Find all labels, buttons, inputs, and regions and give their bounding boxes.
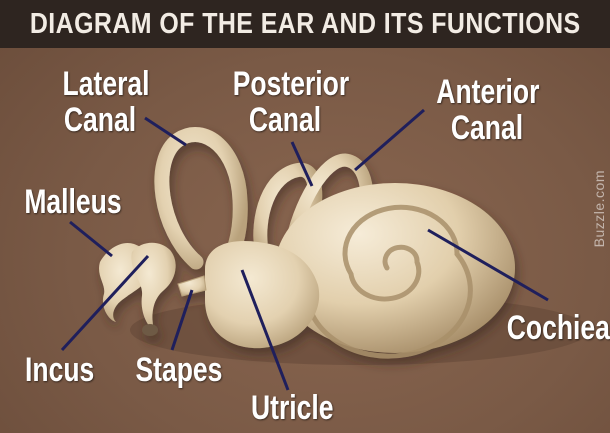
utricle-shape xyxy=(205,240,320,349)
lateral-canal-shape xyxy=(154,127,248,278)
label-posterior-canal-line2: Canal xyxy=(248,101,322,139)
label-cochlea: Cochiea xyxy=(506,309,610,347)
leader-cochlea xyxy=(427,228,549,302)
label-lateral-canal: Lateral Canal xyxy=(62,65,150,139)
cochlea-shape xyxy=(275,183,515,353)
label-malleus: Malleus xyxy=(24,183,122,221)
diagram-title: DIAGRAM OF THE EAR AND ITS FUNCTIONS xyxy=(29,7,581,40)
label-anterior-canal-line1: Anterior xyxy=(436,73,540,111)
label-utricle: Utricle xyxy=(251,389,334,427)
leader-anterior-canal xyxy=(354,108,425,172)
label-incus: Incus xyxy=(25,351,95,389)
label-utricle-text: Utricle xyxy=(251,389,334,427)
cochlea-spiral xyxy=(303,204,473,359)
watermark: Buzzle.com xyxy=(591,170,607,248)
leader-posterior-canal xyxy=(290,141,314,187)
label-anterior-canal-line2: Canal xyxy=(450,109,524,147)
label-lateral-canal-line2: Canal xyxy=(63,101,137,139)
title-bar: DIAGRAM OF THE EAR AND ITS FUNCTIONS xyxy=(0,0,610,48)
leader-utricle xyxy=(240,269,290,391)
label-posterior-canal: Posterior Canal xyxy=(232,65,350,139)
label-stapes: Stapes xyxy=(135,351,223,389)
incus-tip xyxy=(142,324,158,336)
stapes-shape xyxy=(177,275,207,297)
label-stapes-text: Stapes xyxy=(135,351,223,389)
leader-lateral-canal xyxy=(144,116,187,147)
leader-incus xyxy=(60,254,150,352)
label-posterior-canal-line1: Posterior xyxy=(232,65,350,103)
leader-lines xyxy=(60,108,549,391)
leader-stapes xyxy=(170,289,194,351)
inner-ear-structure xyxy=(99,127,515,359)
label-lateral-canal-line1: Lateral xyxy=(62,65,150,103)
label-malleus-text: Malleus xyxy=(24,183,122,221)
label-anterior-canal: Anterior Canal xyxy=(436,73,540,147)
incus-shape xyxy=(131,242,176,330)
leader-malleus xyxy=(69,220,113,258)
label-incus-text: Incus xyxy=(25,351,95,389)
label-cochlea-text: Cochiea xyxy=(506,309,610,347)
